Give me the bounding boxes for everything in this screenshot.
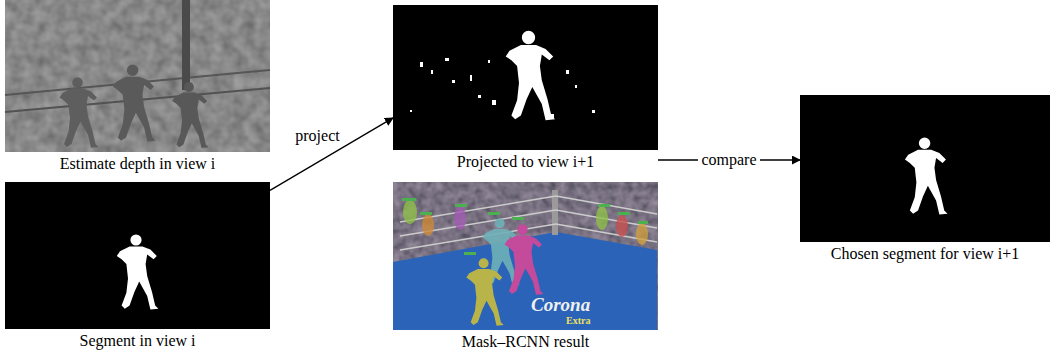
image-caption: Segment in view i: [5, 332, 270, 350]
image-caption: Estimate depth in view i: [5, 155, 270, 173]
image-area: [800, 95, 1050, 242]
noise-dot: [420, 62, 423, 67]
image-panel: Estimate depth in view i: [5, 0, 270, 173]
image-panel: Mask–RCNN result: [393, 182, 658, 351]
image-area: [5, 0, 270, 152]
class-tag: [455, 204, 467, 207]
person-silhouette: [506, 31, 555, 120]
banner-text: Extra: [566, 315, 590, 327]
class-tag: [512, 217, 524, 220]
person-ghost: [113, 64, 156, 141]
class-tag: [464, 252, 476, 255]
mask-image: [393, 5, 658, 150]
crowd-mask: [422, 214, 434, 236]
crowd-mask: [596, 206, 608, 230]
image-caption: Projected to view i+1: [393, 153, 658, 171]
post-ghost: [182, 0, 190, 90]
crowd-mask: [616, 215, 628, 237]
person-silhouette: [905, 137, 948, 214]
image-caption: Mask–RCNN result: [393, 333, 658, 351]
class-tags: [402, 198, 648, 255]
edge-label: project: [292, 127, 342, 145]
person-ghost: [60, 77, 99, 148]
ring-rope: [400, 210, 556, 236]
noise-dot: [410, 110, 412, 112]
arrow-connector: [270, 118, 393, 191]
noise-dot: [452, 80, 455, 83]
image-panel: Projected to view i+1: [393, 5, 658, 171]
noise-dot: [575, 85, 577, 88]
image-area: [393, 182, 658, 330]
noise-dot: [445, 58, 449, 61]
class-tag: [598, 204, 610, 207]
noise-dot: [431, 70, 433, 74]
image-area: [5, 182, 270, 329]
class-tag: [420, 212, 432, 215]
noise-dot: [478, 95, 481, 98]
noise-dot: [566, 70, 569, 74]
person-ghost: [172, 82, 208, 148]
crowd-mask: [403, 200, 417, 224]
crowd-mask: [454, 206, 466, 230]
image-area: [393, 5, 658, 150]
crowd-mask: [636, 223, 648, 245]
mask-image: [800, 95, 1050, 242]
noise-dot: [470, 75, 472, 81]
noise-dot: [492, 100, 496, 105]
image-panel: Chosen segment for view i+1: [800, 95, 1050, 263]
class-tag: [638, 221, 648, 224]
edge-label: compare: [698, 151, 759, 169]
class-tag: [618, 212, 630, 215]
image-panel: Segment in view i: [5, 182, 270, 350]
projection-noise: [410, 58, 595, 118]
referee-mask: [466, 258, 503, 326]
banner-text: Corona: [531, 294, 590, 315]
boxer-mask: [505, 224, 544, 295]
noise-dot: [592, 110, 595, 113]
photo: [393, 182, 658, 330]
noise-dot: [548, 114, 554, 118]
image-caption: Chosen segment for view i+1: [800, 245, 1050, 263]
class-tag: [402, 198, 416, 201]
noise-dot: [488, 60, 490, 63]
mask-image: [5, 182, 270, 329]
person-silhouette: [117, 234, 159, 309]
class-tag: [488, 212, 500, 215]
depth-map: [5, 0, 270, 152]
